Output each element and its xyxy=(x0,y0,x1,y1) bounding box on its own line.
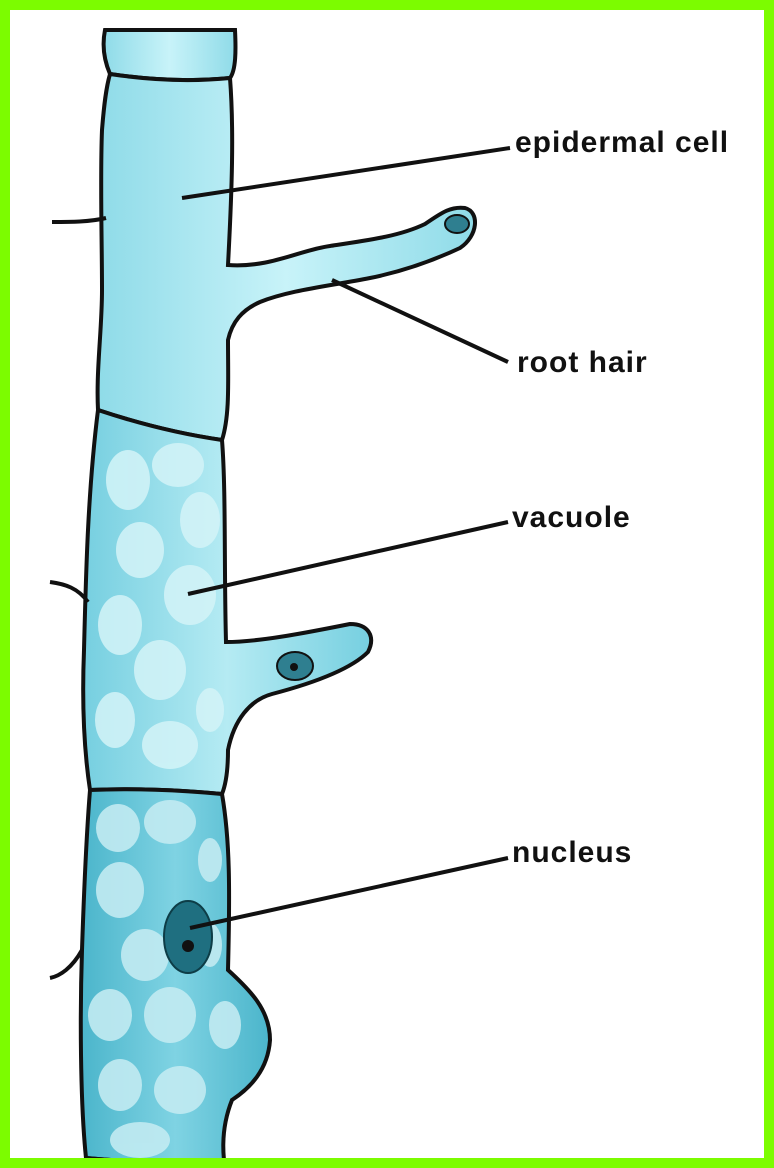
leader-root-hair xyxy=(332,280,508,362)
root-hair-tip-nucleus xyxy=(445,215,469,233)
nucleolus xyxy=(182,940,194,952)
label-vacuole: vacuole xyxy=(512,503,631,533)
label-epidermal-cell: epidermal cell xyxy=(515,128,729,158)
label-root-hair: root hair xyxy=(517,348,648,378)
label-nucleus: nucleus xyxy=(512,838,632,868)
epidermal-cell xyxy=(98,74,475,440)
cell-top-partial xyxy=(104,30,236,80)
nucleolus-middle xyxy=(290,663,298,671)
nucleus-shape xyxy=(164,901,212,973)
leader-nucleus xyxy=(190,858,508,928)
leader-vacuole xyxy=(188,522,508,594)
cell-bottom-partial xyxy=(84,1158,226,1168)
root-hair-diagram xyxy=(10,10,774,1168)
